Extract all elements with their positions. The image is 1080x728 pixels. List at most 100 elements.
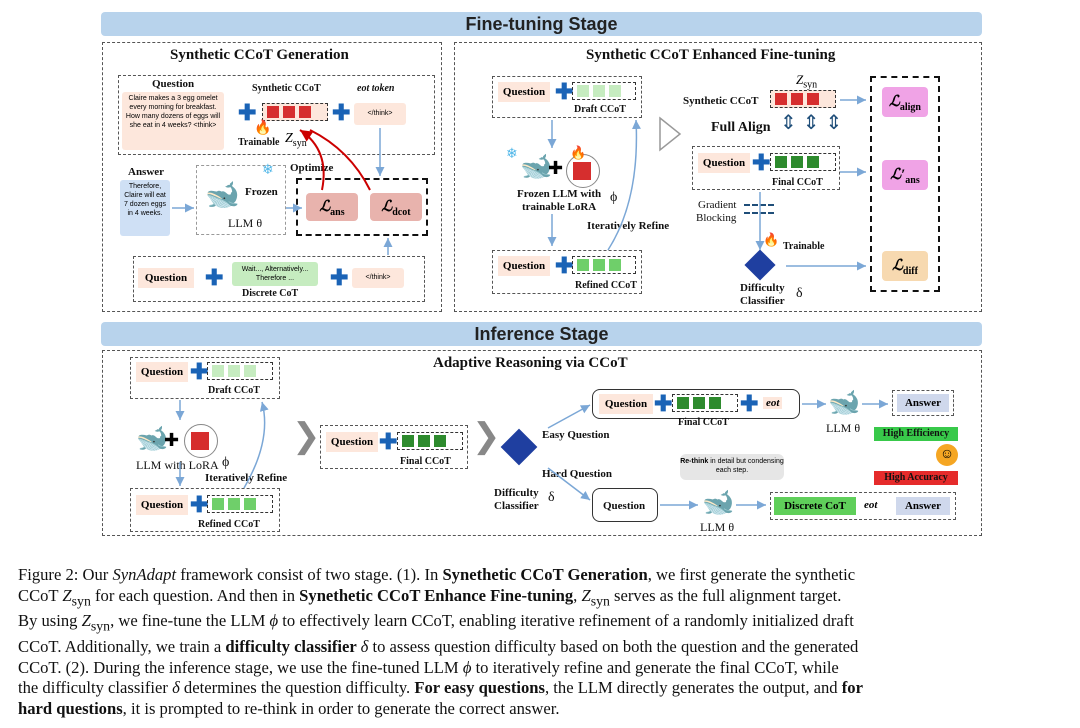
blocking-label: Blocking [696, 212, 737, 224]
plus-icon: ✚ [205, 265, 224, 290]
loss-ans: ℒans [306, 193, 358, 221]
final-ccot-box [692, 146, 840, 190]
synthetic-ccot-generation-panel [102, 42, 442, 312]
question-label: Question [152, 78, 195, 90]
full-align-label: Full Align [711, 120, 771, 135]
plus-icon: ✚ [238, 100, 257, 125]
loss-diff: ℒdiff [882, 251, 928, 281]
delta-symbol: δ [548, 490, 555, 505]
iteratively-refine-label: Iteratively Refine [587, 220, 670, 232]
frozen-label: Frozen [245, 186, 278, 198]
question-text: Claire makes a 3 egg omelet every mornin… [122, 92, 224, 150]
wait-text: Wait..., Alternatively... Therefore ... [232, 262, 318, 286]
plus-icon: ✚ [190, 359, 209, 384]
draft-squares [207, 362, 273, 380]
plus-icon: ✚ [330, 265, 349, 290]
refined-ccot-box [492, 250, 642, 294]
plus-icon: ✚ [555, 253, 574, 278]
caption-line-7: hard questions, it is prompted to re-thi… [18, 698, 560, 718]
ccot-square [593, 259, 605, 272]
discrete-cot-label: Discrete CoT [242, 288, 299, 299]
ccot-square [402, 435, 414, 448]
panel-title: Synthetic CCoT Generation [170, 47, 349, 63]
whale-llm-icon: 🐋 [702, 488, 735, 517]
fire-icon: 🔥 [254, 121, 272, 136]
ccot-square [212, 365, 224, 378]
discrete-cot-box [133, 256, 425, 302]
question-tag: Question [498, 256, 550, 276]
lora-cube-icon [191, 432, 209, 450]
easy-question-label: Easy Question [542, 429, 610, 441]
answer-text: Therefore, Claire will eat 7 dozen eggs … [120, 180, 170, 236]
panel-title: Adaptive Reasoning via CCoT [433, 355, 628, 371]
ccot-square [775, 156, 787, 169]
ccot-square [807, 156, 819, 169]
gradient-block-line [744, 212, 774, 214]
ccot-square [807, 93, 819, 106]
draft-ccot-label: Draft CCoT [574, 104, 626, 115]
lora-cube-icon [573, 162, 591, 180]
ccot-square [593, 85, 605, 98]
align-arrows: ⇕⇕⇕ [780, 112, 849, 134]
synthetic-ccot-squares [262, 103, 328, 121]
answer-box [892, 390, 954, 416]
hard-answer-box [770, 492, 956, 520]
plus-icon: ✚ [332, 100, 351, 125]
classifier-label: Classifier [494, 500, 539, 512]
fire-icon: 🔥 [570, 145, 587, 160]
llm-lora-label: LLM with LoRA [136, 458, 219, 472]
llm-theta-label: LLM θ [826, 421, 861, 435]
easy-path-box [592, 389, 800, 419]
caption-line-1: Figure 2: Our SynAdapt framework consist… [18, 565, 856, 584]
ccot-square [212, 498, 224, 511]
high-efficiency-tag: High Efficiency [874, 427, 958, 441]
whale-llm-icon: 🐋 [520, 152, 553, 181]
ccot-square [677, 397, 689, 410]
ccot-square [244, 498, 256, 511]
trainable-label: Trainable [238, 137, 280, 148]
phi-symbol: ϕ [222, 455, 230, 470]
plus-icon: ✚ [654, 391, 673, 416]
plus-outline-icon: ✚ [548, 158, 564, 178]
llm-theta-label: LLM θ [228, 216, 263, 230]
ccot-square [609, 259, 621, 272]
plus-icon: ✚ [752, 150, 771, 175]
final-ccot-label: Final CCoT [772, 177, 823, 188]
delta-symbol: δ [796, 286, 803, 301]
plus-icon: ✚ [740, 391, 759, 416]
eot-token: eot [864, 499, 878, 511]
ccot-square [228, 365, 240, 378]
eot-token: eot [763, 397, 783, 409]
snowflake-icon: ❄ [506, 147, 518, 162]
panel-title: Synthetic CCoT Enhanced Fine-tuning [586, 47, 836, 63]
smiley-icon: ☺ [936, 444, 958, 466]
ccot-square [791, 93, 803, 106]
synthetic-ccot-label: Synthetic CCoT [683, 95, 759, 107]
llm-box [196, 165, 286, 235]
enhanced-finetuning-panel [454, 42, 982, 312]
refined-ccot-label: Refined CCoT [198, 519, 260, 530]
refined-squares [572, 256, 636, 274]
caption-line-3: By using Zsyn, we fine-tune the LLM ϕ to… [18, 611, 854, 634]
high-accuracy-tag: High Accuracy [874, 471, 958, 485]
plus-outline-icon: ✚ [164, 430, 180, 450]
draft-ccot-label: Draft CCoT [208, 385, 260, 396]
question-tag: Question [698, 153, 750, 173]
question-tag: Question [599, 394, 653, 414]
inference-stage-header: Inference Stage [101, 322, 982, 346]
ccot-square [267, 106, 279, 119]
chevron-right-icon: ❯ [292, 418, 321, 455]
loss-ans-prime: ℒ′ans [882, 160, 928, 190]
synthetic-ccot-label: Synthetic CCoT [252, 83, 321, 94]
chevron-right-icon: ❯ [472, 418, 501, 455]
difficulty-label: Difficulty [494, 487, 539, 499]
ccot-square [244, 365, 256, 378]
answer-label: Answer [128, 166, 165, 178]
caption-line-6: the difficulty classifier δ determines t… [18, 678, 863, 698]
think-tag: </think> [352, 268, 404, 288]
ccot-square [283, 106, 295, 119]
ccot-square [775, 93, 787, 106]
difficulty-label: Difficulty [740, 282, 785, 294]
ccot-square [228, 498, 240, 511]
draft-ccot-box [492, 76, 642, 118]
